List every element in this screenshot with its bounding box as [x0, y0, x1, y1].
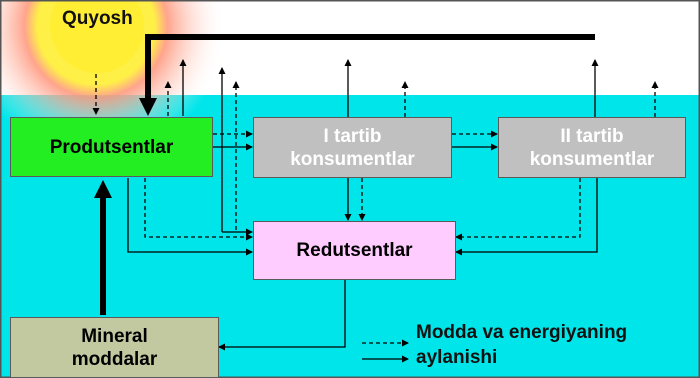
- producers-box: Produtsentlar: [10, 117, 213, 177]
- consumers-2-line1: II tartib: [560, 125, 624, 147]
- consumers-1-line2: konsumentlar: [290, 148, 415, 170]
- reducers-box: Redutsentlar: [253, 221, 456, 280]
- producers-label: Produtsentlar: [49, 136, 174, 158]
- sun-label: Quyosh: [62, 8, 133, 29]
- legend-line2: aylanishi: [416, 347, 498, 368]
- flow-arrow: [455, 178, 598, 256]
- consumers-1-line1: I tartib: [323, 125, 382, 147]
- consumers-2-box: II tartib konsumentlar: [498, 117, 686, 178]
- legend-line1: Modda va energiyaning: [416, 322, 628, 343]
- reducers-label: Redutsentlar: [296, 240, 413, 261]
- flow-arrow: [127, 178, 253, 256]
- minerals-line1: Mineral: [81, 325, 148, 347]
- minerals-line2: moddalar: [71, 348, 158, 370]
- flow-arrow: [455, 178, 581, 241]
- flow-arrow: [218, 280, 346, 351]
- energy-input-arrow: [139, 34, 595, 116]
- minerals-box: Mineral moddalar: [10, 317, 219, 378]
- flow-arrow: [144, 178, 253, 241]
- sun-icon: [50, 0, 144, 73]
- consumers-1-box: I tartib konsumentlar: [253, 117, 452, 178]
- consumers-2-line2: konsumentlar: [529, 148, 655, 170]
